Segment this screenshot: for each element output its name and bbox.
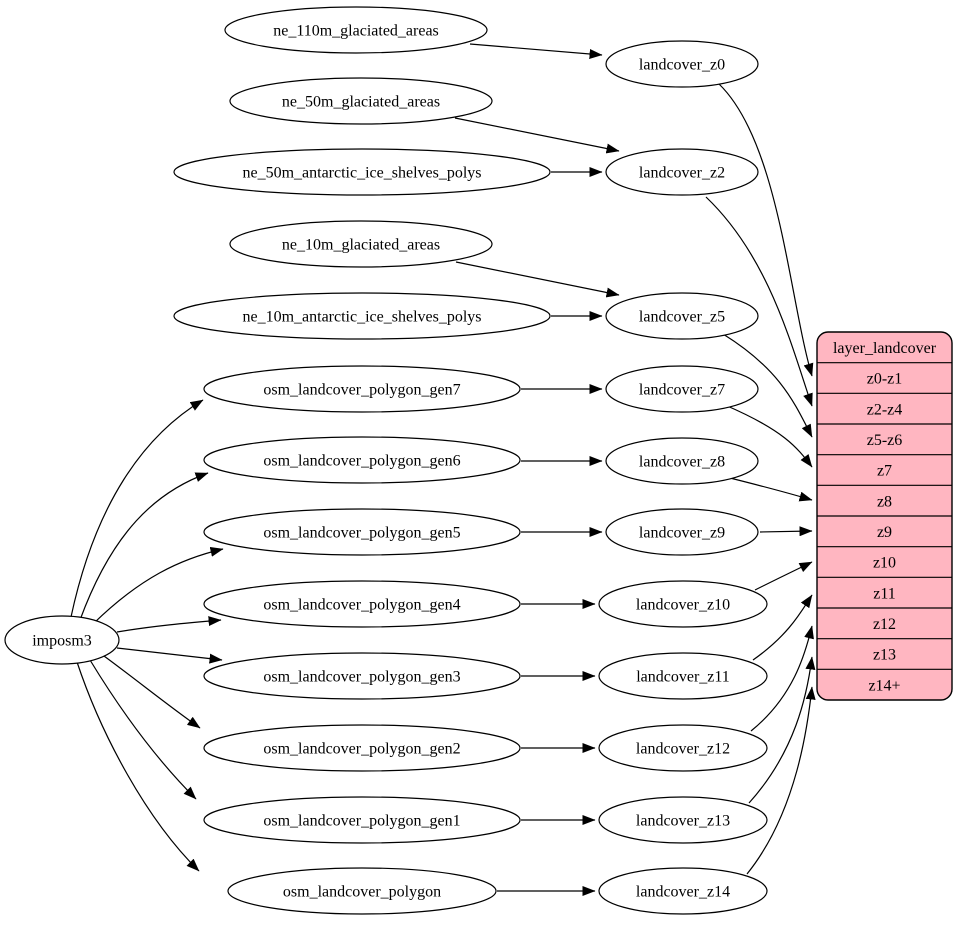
node-label-landcover_z5: landcover_z5 xyxy=(639,309,725,326)
node-label-osm_landcover_polygon_gen2: osm_landcover_polygon_gen2 xyxy=(263,741,460,758)
node-ne_110m_glaciated_areas: ne_110m_glaciated_areas xyxy=(224,6,488,54)
edge-landcover_z12-to-layer_landcover-z12 xyxy=(750,625,814,732)
edge-ne_50m_glaciated_areas-to-landcover_z2 xyxy=(454,117,620,154)
node-label-ne_110m_glaciated_areas: ne_110m_glaciated_areas xyxy=(273,23,439,40)
edge-imposm3-to-osm_landcover_polygon_gen5 xyxy=(92,546,224,625)
edge-landcover_z13-to-layer_landcover-z13 xyxy=(748,656,816,804)
node-label-ne_10m_glaciated_areas: ne_10m_glaciated_areas xyxy=(282,237,440,254)
node-landcover_z8: landcover_z8 xyxy=(605,437,759,485)
table-row-z11: z11 xyxy=(873,585,896,602)
node-label-imposm3: imposm3 xyxy=(32,633,92,650)
node-label-landcover_z7: landcover_z7 xyxy=(639,382,725,399)
node-label-ne_10m_antarctic_ice_shelves_polys: ne_10m_antarctic_ice_shelves_polys xyxy=(242,309,481,326)
table-title: layer_landcover xyxy=(833,340,937,357)
node-osm_landcover_polygon_gen2: osm_landcover_polygon_gen2 xyxy=(203,724,521,772)
node-landcover_z13: landcover_z13 xyxy=(598,796,768,844)
edge-imposm3-to-osm_landcover_polygon_gen7 xyxy=(70,399,204,618)
node-landcover_z12: landcover_z12 xyxy=(598,724,768,772)
edge-landcover_z0-to-layer_landcover-z0-z1 xyxy=(718,83,814,377)
edge-landcover_z7-to-layer_landcover-z7 xyxy=(724,404,813,468)
node-landcover_z2: landcover_z2 xyxy=(605,148,759,196)
node-osm_landcover_polygon_gen6: osm_landcover_polygon_gen6 xyxy=(203,436,521,484)
edge-imposm3-to-osm_landcover_polygon_gen2 xyxy=(103,655,201,729)
node-label-ne_50m_antarctic_ice_shelves_polys: ne_50m_antarctic_ice_shelves_polys xyxy=(242,165,481,182)
edge-imposm3-to-osm_landcover_polygon_gen6 xyxy=(79,472,209,621)
node-label-landcover_z0: landcover_z0 xyxy=(639,57,725,74)
node-label-osm_landcover_polygon_gen4: osm_landcover_polygon_gen4 xyxy=(263,597,460,614)
node-label-osm_landcover_polygon_gen5: osm_landcover_polygon_gen5 xyxy=(263,525,460,542)
node-landcover_z5: landcover_z5 xyxy=(605,292,759,340)
edge-imposm3-to-osm_landcover_polygon xyxy=(76,661,200,872)
edge-landcover_z11-to-layer_landcover-z11 xyxy=(752,594,813,661)
edge-imposm3-to-osm_landcover_polygon_gen3 xyxy=(116,647,223,664)
table-layer_landcover: layer_landcover z0-z1 z2-z4 z5-z6 z7 z8 z9 z10 z… xyxy=(816,331,953,701)
table-row-z2-z4: z2-z4 xyxy=(867,401,903,418)
node-osm_landcover_polygon: osm_landcover_polygon xyxy=(227,867,497,915)
table-row-z10: z10 xyxy=(873,555,896,572)
node-label-ne_50m_glaciated_areas: ne_50m_glaciated_areas xyxy=(282,94,440,111)
table-row-z9: z9 xyxy=(877,524,892,541)
node-ne_10m_glaciated_areas: ne_10m_glaciated_areas xyxy=(229,220,493,268)
edge-imposm3-to-osm_landcover_polygon_gen4 xyxy=(116,616,222,633)
node-label-osm_landcover_polygon_gen3: osm_landcover_polygon_gen3 xyxy=(263,669,460,686)
table-row-z12: z12 xyxy=(873,616,896,633)
edge-ne_110m_glaciated_areas-to-landcover_z0 xyxy=(469,43,603,59)
edge-landcover_z5-to-layer_landcover-z5-z6 xyxy=(722,333,813,438)
edge-landcover_z10-to-layer_landcover-z10 xyxy=(754,561,813,591)
edge-landcover_z8-to-layer_landcover-z8 xyxy=(725,476,813,502)
table-row-z8: z8 xyxy=(877,493,892,510)
node-label-landcover_z2: landcover_z2 xyxy=(639,165,725,182)
node-landcover_z9: landcover_z9 xyxy=(605,508,759,556)
edge-landcover_z9-to-layer_landcover-z9 xyxy=(759,526,813,537)
node-label-osm_landcover_polygon_gen6: osm_landcover_polygon_gen6 xyxy=(263,453,460,470)
node-osm_landcover_polygon_gen7: osm_landcover_polygon_gen7 xyxy=(203,365,521,413)
node-label-osm_landcover_polygon_gen7: osm_landcover_polygon_gen7 xyxy=(263,382,460,399)
node-osm_landcover_polygon_gen4: osm_landcover_polygon_gen4 xyxy=(203,580,521,628)
node-label-osm_landcover_polygon_gen1: osm_landcover_polygon_gen1 xyxy=(263,813,460,830)
node-landcover_z11: landcover_z11 xyxy=(598,652,768,700)
node-osm_landcover_polygon_gen5: osm_landcover_polygon_gen5 xyxy=(203,508,521,556)
table-row-z0-z1: z0-z1 xyxy=(867,371,903,388)
node-osm_landcover_polygon_gen3: osm_landcover_polygon_gen3 xyxy=(203,652,521,700)
edge-landcover_z14-to-layer_landcover-z14+ xyxy=(746,686,816,875)
node-imposm3: imposm3 xyxy=(4,615,120,665)
node-label-landcover_z13: landcover_z13 xyxy=(636,813,730,830)
node-label-landcover_z9: landcover_z9 xyxy=(639,525,725,542)
node-label-landcover_z11: landcover_z11 xyxy=(636,669,730,686)
node-landcover_z14: landcover_z14 xyxy=(598,867,768,915)
table-row-z14+: z14+ xyxy=(868,677,900,694)
table-row-z5-z6: z5-z6 xyxy=(867,432,903,449)
node-label-landcover_z8: landcover_z8 xyxy=(639,454,725,471)
node-landcover_z0: landcover_z0 xyxy=(605,40,759,88)
node-landcover_z10: landcover_z10 xyxy=(598,580,768,628)
node-ne_10m_antarctic_ice_shelves_polys: ne_10m_antarctic_ice_shelves_polys xyxy=(173,292,551,340)
node-ne_50m_glaciated_areas: ne_50m_glaciated_areas xyxy=(229,77,493,125)
node-label-osm_landcover_polygon: osm_landcover_polygon xyxy=(283,884,441,901)
edge-imposm3-to-osm_landcover_polygon_gen1 xyxy=(89,659,197,800)
node-landcover_z7: landcover_z7 xyxy=(605,365,759,413)
edge-ne_10m_glaciated_areas-to-landcover_z5 xyxy=(455,261,620,298)
node-ne_50m_antarctic_ice_shelves_polys: ne_50m_antarctic_ice_shelves_polys xyxy=(173,148,551,196)
node-osm_landcover_polygon_gen1: osm_landcover_polygon_gen1 xyxy=(203,796,521,844)
node-label-landcover_z14: landcover_z14 xyxy=(636,884,730,901)
node-label-landcover_z12: landcover_z12 xyxy=(636,741,730,758)
edge-landcover_z2-to-layer_landcover-z2-z4 xyxy=(705,196,813,407)
table-row-z7: z7 xyxy=(877,463,892,480)
table-row-z13: z13 xyxy=(873,647,896,664)
node-label-landcover_z10: landcover_z10 xyxy=(636,597,730,614)
